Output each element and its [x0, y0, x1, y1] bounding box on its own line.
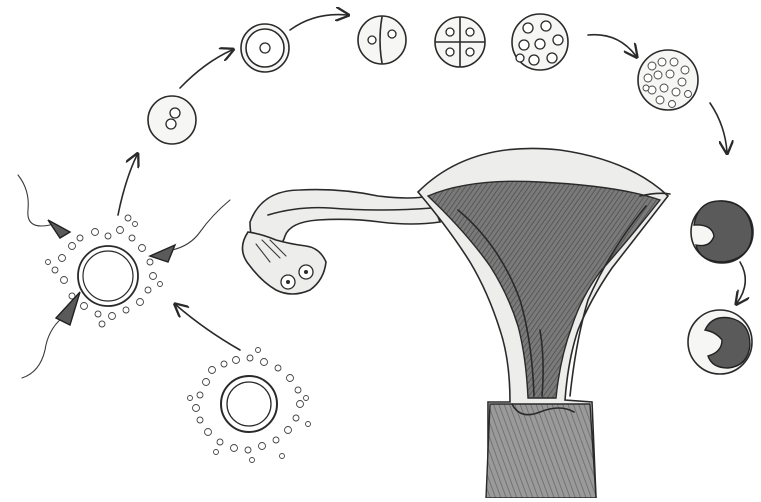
arrow-to-two-cell: [290, 15, 347, 30]
zygote-icon: [148, 96, 196, 144]
two-cell-embryo: [358, 16, 406, 64]
arrow-to-morula: [588, 35, 636, 56]
arrow-to-pronuclei: [180, 50, 232, 88]
hatching-blastocyst-icon: [688, 310, 752, 374]
uterus-anatomy: [242, 148, 670, 498]
arrow-to-zygote: [118, 155, 137, 215]
arrow-to-blastocyst: [710, 103, 727, 152]
oocyte: [83, 251, 133, 301]
arrow-oocyte-to-fertilization: [176, 305, 240, 350]
fertilization-oocyte: [18, 175, 230, 378]
arrow-to-hatching: [737, 262, 745, 303]
vaginal-canal: [486, 404, 596, 498]
oocyte-inner: [227, 382, 271, 426]
oocyte-with-corona: [188, 348, 311, 463]
four-cell-embryo: [435, 17, 485, 67]
morula-icon: [638, 50, 698, 110]
eight-cell-embryo: [512, 14, 568, 70]
blastocyst-icon: [691, 201, 753, 263]
two-pronuclei-cell: [241, 24, 289, 72]
